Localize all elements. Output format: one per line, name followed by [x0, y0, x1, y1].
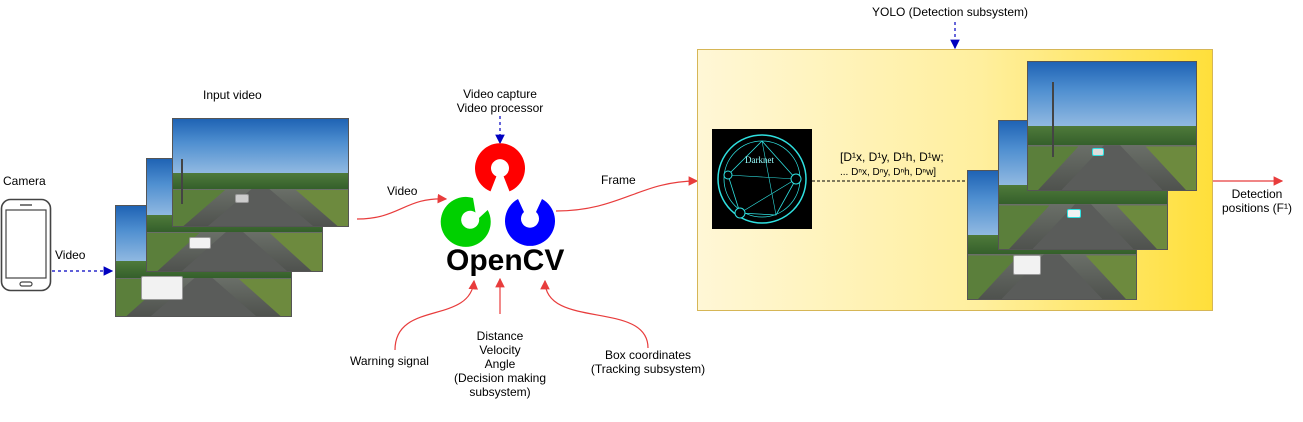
box-coordinates-label: Box coordinates (Tracking subsystem): [578, 348, 718, 376]
yolo-title: YOLO (Detection subsystem): [872, 5, 1029, 19]
input-video-label: Input video: [203, 88, 262, 102]
box-line2: (Tracking subsystem): [590, 362, 706, 376]
darknet-to-images-dashed-line: [812, 180, 970, 182]
video-capture-line2: Video processor: [456, 101, 544, 115]
decision-line3: Angle: [484, 357, 516, 371]
arrow-opencv-to-yolo: [555, 176, 699, 212]
opencv-green-ring-icon: [440, 196, 491, 247]
arrow-box-to-opencv: [540, 279, 649, 349]
video-from-camera-label: Video: [55, 248, 86, 262]
video-to-opencv-label: Video: [387, 184, 418, 198]
darknet-wordmark: Darknet: [745, 155, 774, 165]
opencv-wordmark-text: OpenCV: [446, 244, 565, 277]
video-capture-label: Video capture Video processor: [440, 87, 560, 115]
darknet-logo: Darknet: [712, 129, 812, 229]
opencv-red-ring-icon: [475, 143, 525, 192]
opencv-logo: [440, 143, 555, 247]
decision-line5: subsystem): [469, 385, 531, 399]
opencv-wordmark: OpenCV: [446, 244, 564, 278]
video-capture-line1: Video capture: [463, 87, 537, 101]
arrow-warning-to-opencv: [394, 279, 479, 351]
smartphone-icon: [0, 198, 52, 292]
camera-label: Camera: [3, 174, 46, 188]
opencv-blue-ring-icon: [505, 199, 555, 246]
video-frame-front: [172, 118, 349, 227]
decision-line1: Distance: [476, 329, 524, 343]
frame-label: Frame: [601, 173, 636, 187]
arrow-video-to-opencv: [356, 193, 448, 220]
detection-line1: Detection: [1231, 187, 1283, 201]
darknet-emblem-icon: [717, 134, 807, 224]
detection-positions-label: Detection positions (F¹): [1212, 187, 1302, 215]
coords-line1: [D¹x, D¹y, D¹h, D¹w;: [840, 150, 944, 164]
decision-line4: (Decision making: [453, 371, 547, 385]
decision-making-label: Distance Velocity Angle (Decision making…: [440, 329, 560, 399]
coords-line2: ... Dⁿx, Dⁿy, Dⁿh, Dⁿw]: [840, 167, 937, 178]
box-line1: Box coordinates: [604, 348, 692, 362]
warning-signal-label: Warning signal: [350, 354, 429, 368]
detected-frame-front: [1027, 61, 1197, 191]
detection-line2: positions (F¹): [1221, 201, 1292, 215]
decision-line2: Velocity: [479, 343, 521, 357]
